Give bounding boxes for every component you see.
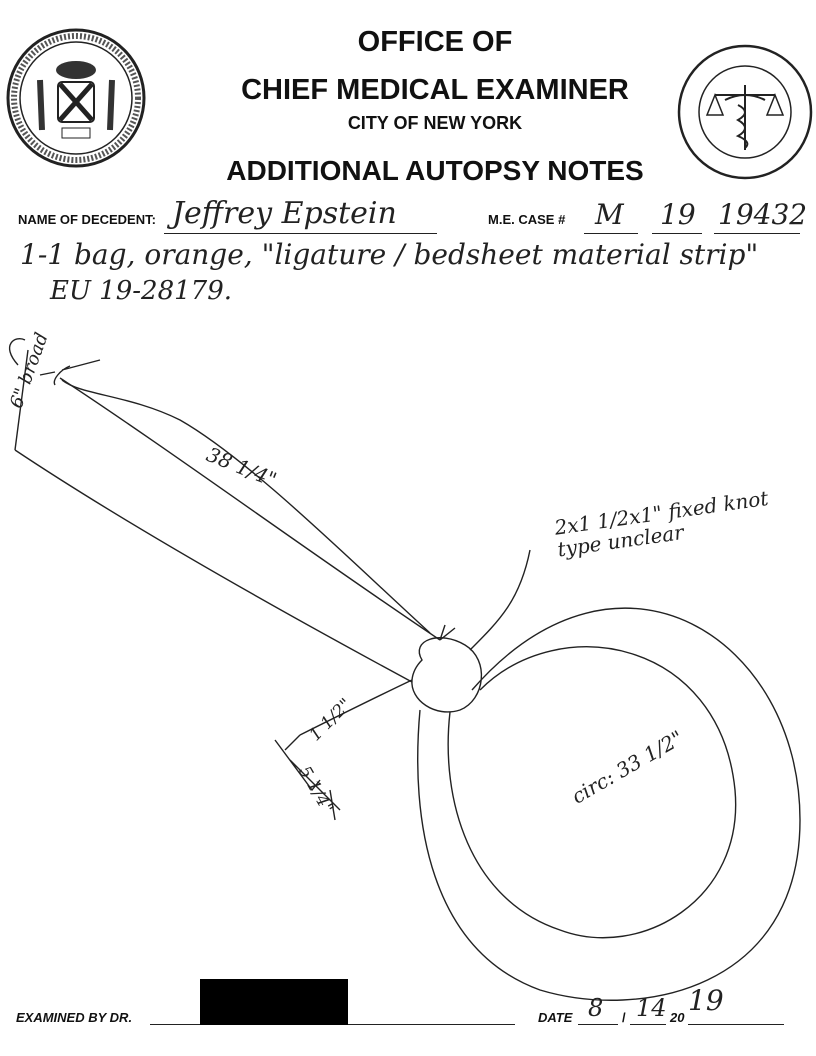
examined-by-label: EXAMINED BY DR. — [16, 1010, 133, 1025]
name-label: NAME OF DECEDENT: — [18, 212, 156, 227]
case-label: M.E. CASE # — [488, 212, 566, 227]
header-office-of: OFFICE OF — [357, 26, 513, 58]
city-seal-left — [6, 28, 146, 168]
redaction-box — [200, 979, 348, 1025]
date-year-suffix: 19 — [688, 984, 724, 1017]
ligature-diagram — [8, 338, 801, 1001]
note-line-2: EU 19-28179. — [50, 276, 232, 306]
decedent-name: Jeffrey Epstein — [172, 196, 397, 231]
date-year-prefix: 20 — [670, 1010, 685, 1025]
date-day: 14 — [636, 994, 667, 1022]
form-title: ADDITIONAL AUTOPSY NOTES — [226, 155, 644, 186]
case-number: 19432 — [718, 198, 808, 231]
date-label: DATE — [538, 1010, 573, 1025]
date-month: 8 — [588, 994, 604, 1022]
date-separator: / — [622, 1010, 626, 1025]
case-year: 19 — [660, 198, 696, 231]
note-line-1: 1-1 bag, orange, "ligature / bedsheet ma… — [20, 238, 759, 271]
header-chief-medical-examiner: CHIEF MEDICAL EXAMINER — [241, 74, 629, 106]
header-city: CITY OF NEW YORK — [347, 113, 523, 133]
ocme-seal-right — [677, 44, 813, 180]
case-prefix: M — [595, 198, 624, 231]
